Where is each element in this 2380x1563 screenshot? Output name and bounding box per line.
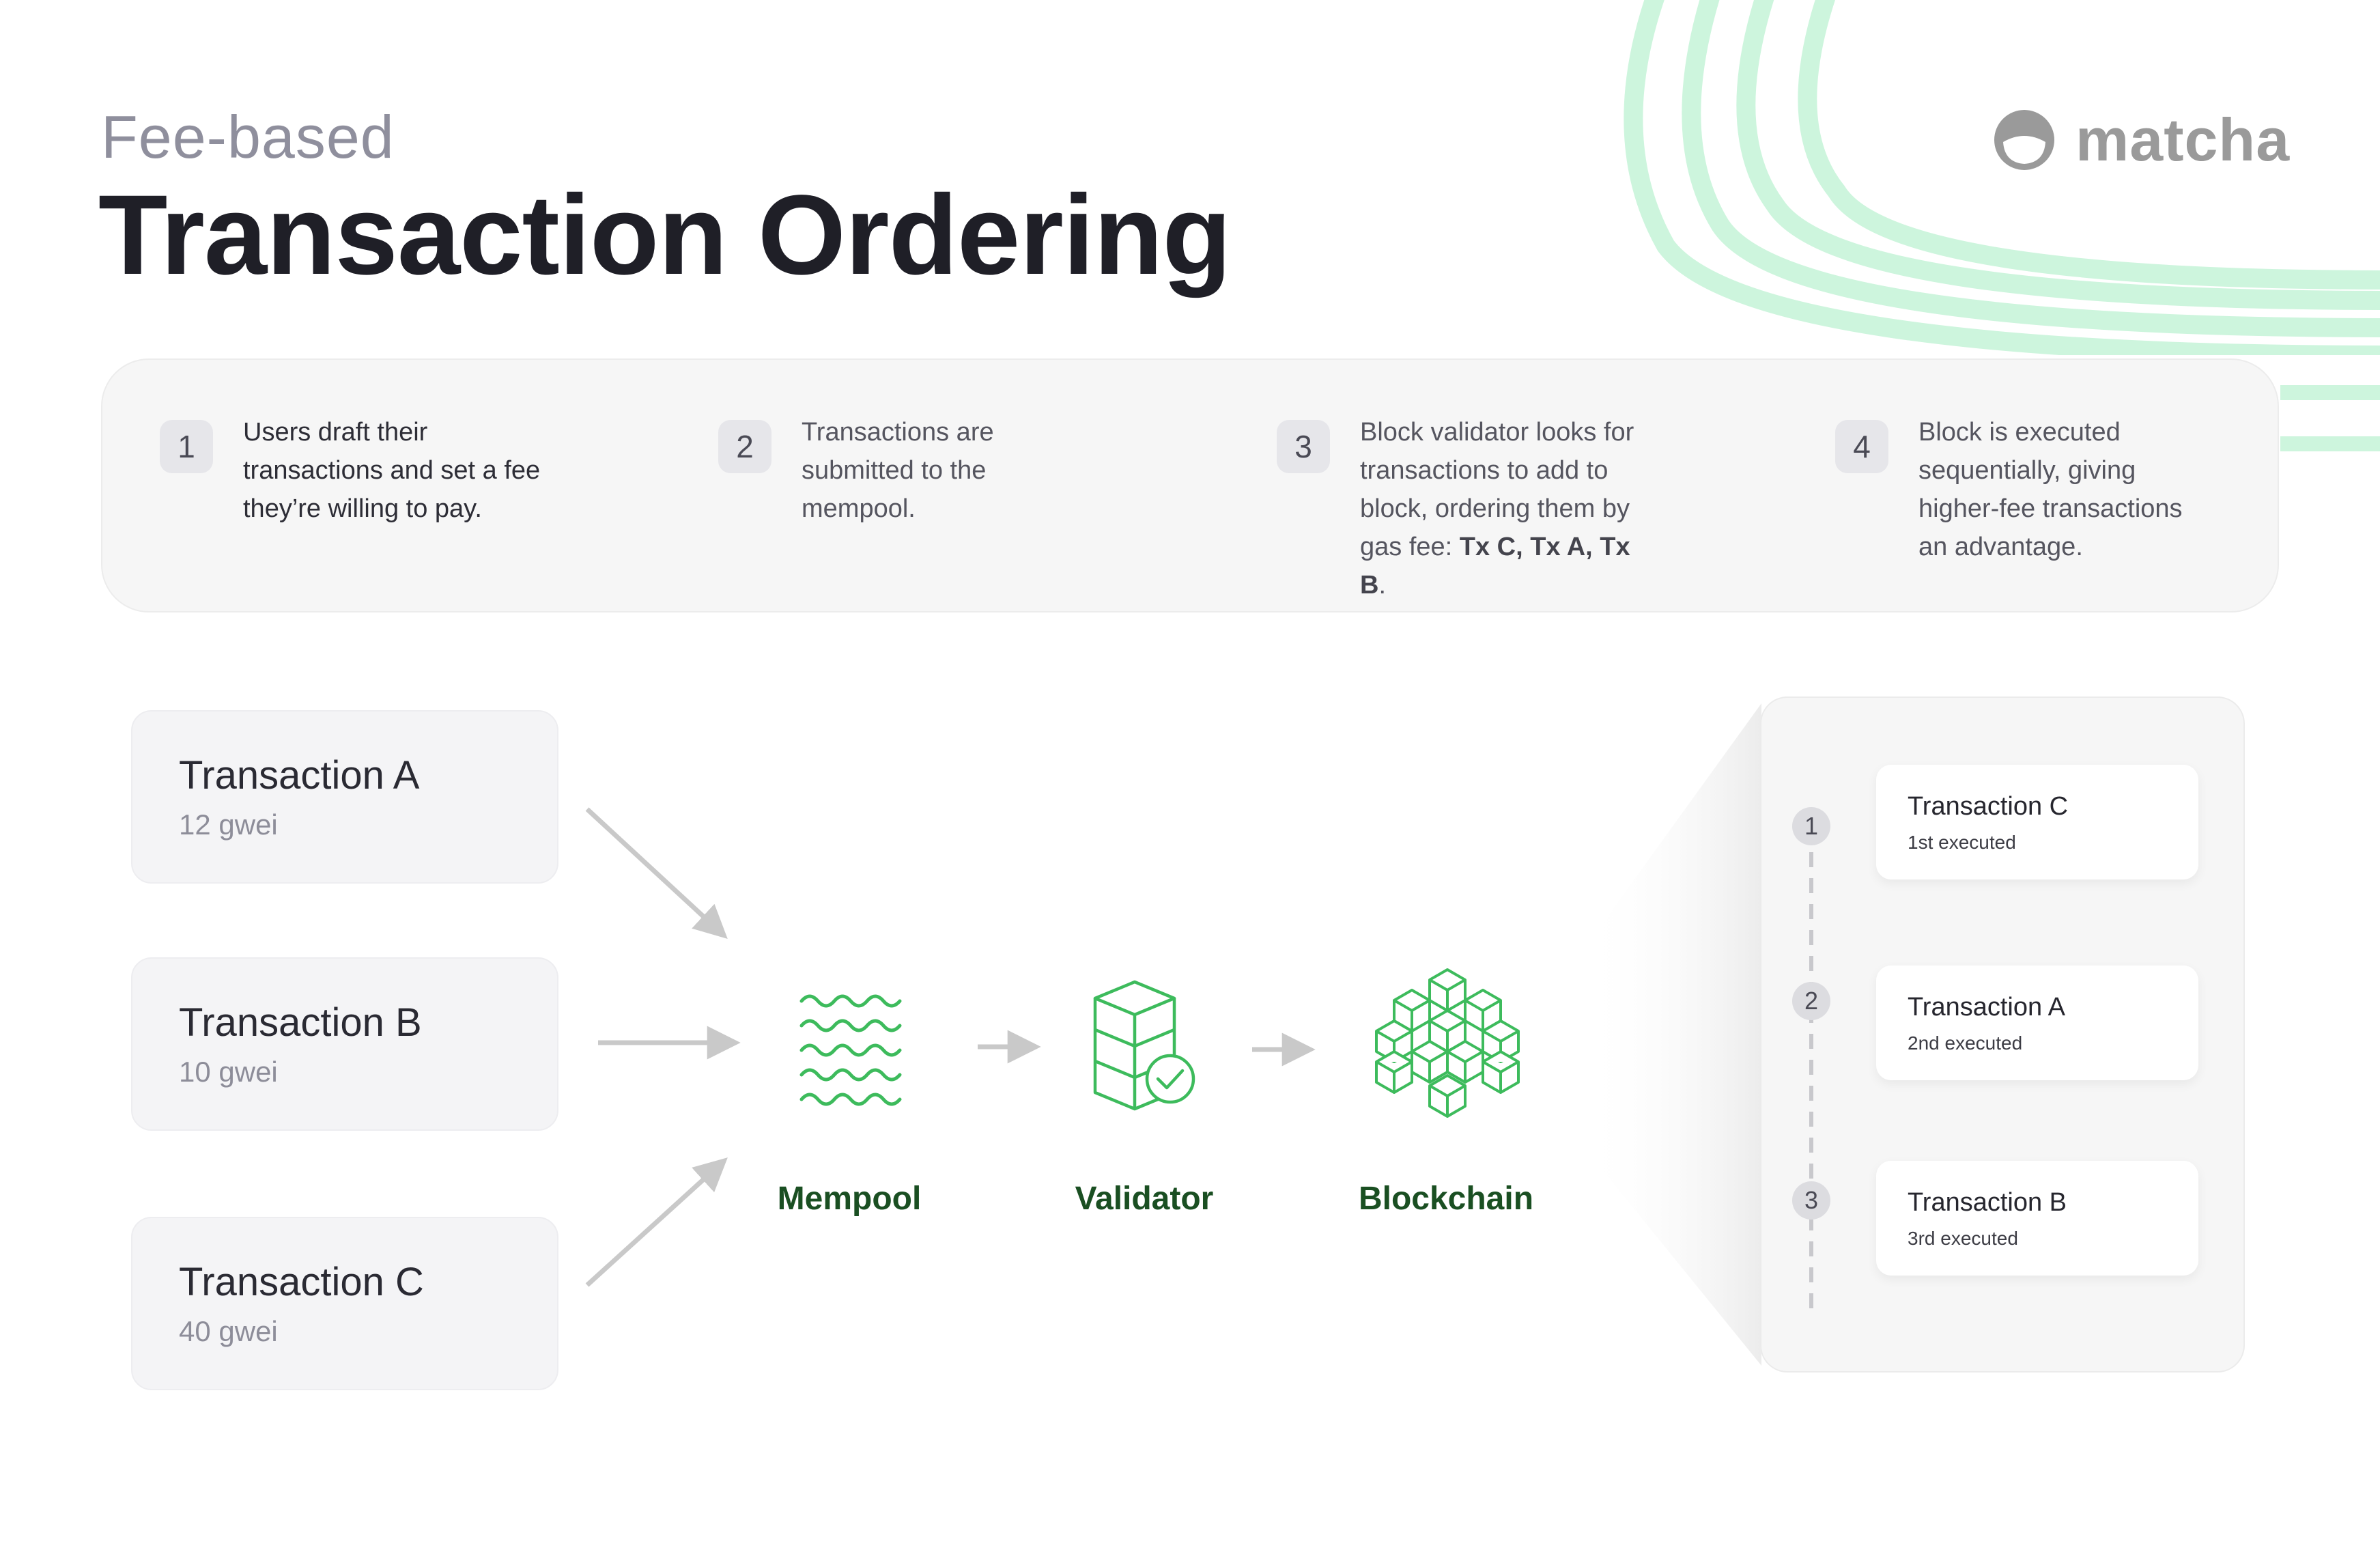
steps-panel	[101, 358, 2279, 612]
step-text-prefix: Block validator looks for transactions t…	[1360, 418, 1634, 561]
step-2: 2 Transactions are submitted to the memp…	[718, 413, 1142, 528]
validator-check-icon	[1093, 980, 1195, 1111]
executed-name: Transaction B	[1908, 1188, 2067, 1217]
step-number: 4	[1835, 420, 1888, 473]
order-number: 1	[1792, 807, 1830, 845]
transaction-card-c: Transaction C 40 gwei	[131, 1217, 558, 1390]
executed-name: Transaction A	[1908, 993, 2065, 1022]
step-text-bold: Tx C, Tx A, Tx B	[1360, 533, 1630, 600]
page-title: Transaction Ordering	[98, 172, 1232, 298]
step-text-suffix: .	[1378, 571, 1387, 600]
brand-logo: matcha	[1994, 102, 2290, 178]
executed-name: Transaction C	[1908, 792, 2069, 821]
timeline-line	[1809, 826, 1813, 1318]
transaction-name: Transaction C	[179, 1260, 424, 1304]
step-number: 1	[160, 420, 213, 473]
executed-card-3: Transaction B 3rd executed	[1876, 1161, 2198, 1276]
transaction-fee: 12 gwei	[179, 808, 278, 841]
step-1: 1 Users draft their transactions and set…	[160, 413, 583, 528]
executed-card-1: Transaction C 1st executed	[1876, 765, 2198, 879]
zoom-funnel	[1584, 703, 1761, 1366]
step-3: 3 Block validator looks for transactions…	[1277, 413, 1700, 604]
blockchain-label: Blockchain	[1358, 1181, 1534, 1217]
step-text: Block is executed sequentially, giving h…	[1918, 418, 2183, 561]
step-text: Transactions are submitted to the mempoo…	[802, 418, 994, 523]
page-kicker: Fee-based	[101, 103, 395, 171]
transaction-card-b: Transaction B 10 gwei	[131, 957, 558, 1131]
arrow-tx-a	[585, 807, 728, 939]
cubes-icon	[1375, 968, 1520, 1118]
transaction-name: Transaction B	[179, 1000, 422, 1045]
flow-arrows	[585, 807, 1316, 1287]
transaction-fee: 10 gwei	[179, 1056, 278, 1088]
step-text: Users draft their transactions and set a…	[243, 418, 541, 523]
step-text: Block validator looks for transactions t…	[1360, 413, 1660, 604]
decor-lines	[2280, 385, 2380, 451]
executed-card-2: Transaction A 2nd executed	[1876, 966, 2198, 1080]
arrow-tx-c	[585, 1157, 728, 1287]
brand-name: matcha	[2076, 106, 2291, 173]
step-number: 2	[718, 420, 771, 473]
decor-arcs	[1624, 0, 2380, 365]
step-number: 3	[1277, 420, 1330, 473]
matcha-logo-icon	[1994, 110, 2054, 170]
validator-label: Validator	[1075, 1181, 1214, 1217]
order-number: 2	[1792, 982, 1830, 1020]
mempool-label: Mempool	[777, 1181, 922, 1217]
transaction-fee: 40 gwei	[179, 1315, 278, 1347]
transaction-name: Transaction A	[179, 753, 420, 798]
executed-status: 3rd executed	[1908, 1228, 2018, 1249]
executed-status: 1st executed	[1908, 832, 2016, 853]
waves-icon	[799, 994, 902, 1106]
transaction-card-a: Transaction A 12 gwei	[131, 710, 558, 884]
order-number: 3	[1792, 1181, 1830, 1220]
executed-status: 2nd executed	[1908, 1032, 2023, 1054]
step-4: 4 Block is executed sequentially, giving…	[1835, 413, 2258, 566]
